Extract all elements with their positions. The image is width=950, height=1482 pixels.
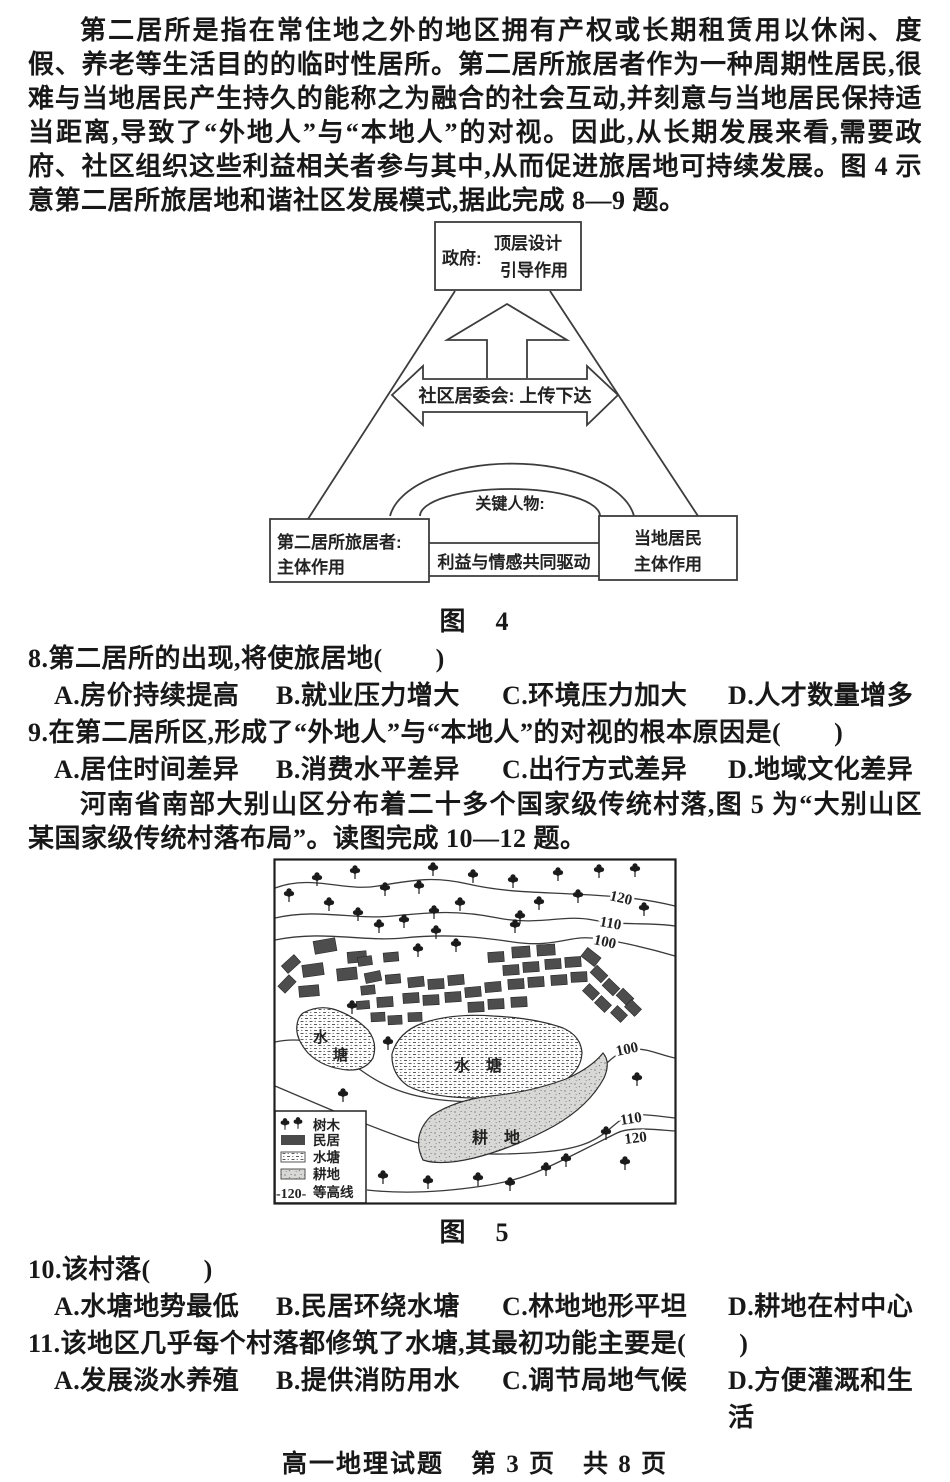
legend-farm-label: 耕地 [313,1166,340,1182]
option-8a[interactable]: A.房价持续提高 [54,681,240,710]
houses-layer [277,937,642,1026]
option-10d[interactable]: D.耕地在村中心 [728,1292,914,1321]
legend-tree-label: 树木 [313,1117,340,1133]
option-10a[interactable]: A.水塘地势最低 [54,1292,240,1321]
farmland-area [417,1052,608,1164]
map-border [273,858,677,1205]
option-9d[interactable]: D.地域文化差异 [728,755,914,784]
question-10-options: A.水塘地势最低 B.民居环绕水塘 C.林地地形平坦 D.耕地在村中心 [28,1288,922,1325]
option-9a[interactable]: A.居住时间差异 [54,755,240,784]
sojourner-line2-label: 主体作用 [277,557,345,577]
legend-house-label: 民居 [313,1133,340,1148]
gov-line1-label: 顶层设计 [494,233,562,253]
contour-label-100-top: 100 [592,932,617,952]
question-8-options: A.房价持续提高 B.就业压力增大 C.环境压力加大 D.人才数量增多 [28,677,922,714]
gov-prefix-label: 政府: [442,248,482,268]
page-footer: 高一地理试题 第 3 页 共 8 页 [281,1451,668,1478]
legend-pond-label: 水塘 [313,1149,340,1165]
question-9-options: A.居住时间差异 B.消费水平差异 C.出行方式差异 D.地域文化差异 [28,751,922,788]
contour-label-110-right: 110 [619,1110,643,1129]
option-8c[interactable]: C.环境压力加大 [502,681,688,710]
figure5-map: 120 110 100 100 110 120 水 塘 水 塘 耕 地 树木 民… [273,858,677,1205]
government-box [434,221,582,291]
question-11-stem: 11.该地区几乎每个村落都修筑了水塘,其最初功能主要是( ) [28,1329,749,1358]
farmland-label: 耕 地 [472,1128,526,1147]
figure5-caption: 图 5 [439,1218,511,1247]
pond-left-label-2: 塘 [333,1046,348,1064]
key-people-label: 关键人物: [475,494,544,513]
option-10b[interactable]: B.民居环绕水塘 [276,1292,460,1321]
inner-arc [419,488,601,517]
option-11b[interactable]: B.提供消防用水 [276,1366,460,1395]
resident-line1-label: 当地居民 [634,528,702,548]
outer-arc [389,462,635,517]
contour-label-120-right: 120 [624,1129,648,1148]
triangle-left-edge [307,290,456,520]
committee-label: 社区居委会: 上传下达 [419,385,592,406]
legend-contour-label: 等高线 [313,1184,354,1200]
option-11c[interactable]: C.调节局地气候 [502,1366,688,1395]
village-paragraph: 河南省南部大别山区分布着二十多个国家级传统村落,图 5 为“大别山区某国家级传统… [28,790,922,853]
pond-main [391,1014,583,1099]
question-9: 9.在第二居所区,形成了“外地人”与“本地人”的对视的根本原因是( ) A.居住… [28,714,922,788]
contour-label-110-top: 110 [598,914,622,934]
question-8-stem: 8.第二居所的出现,将使旅居地( ) [28,644,445,673]
figure4-caption: 图 4 [439,607,511,636]
gov-line2-label: 引导作用 [500,260,568,280]
option-9b[interactable]: B.消费水平差异 [276,755,460,784]
question-10-stem: 10.该村落( ) [28,1255,213,1284]
option-8b[interactable]: B.就业压力增大 [276,681,460,710]
question-8: 8.第二居所的出现,将使旅居地( ) A.房价持续提高 B.就业压力增大 C.环… [28,640,922,714]
option-8d[interactable]: D.人才数量增多 [728,681,914,710]
sojourner-line1-label: 第二居所旅居者: [277,532,402,552]
map-legend: 树木 民居 水塘 耕地 -120- 等高线 [274,1110,367,1204]
pond-left-label-1: 水 [313,1028,329,1046]
drive-label: 利益与情感共同驱动 [438,552,591,572]
resident-line2-label: 主体作用 [634,554,702,574]
triangle-right-edge [549,290,699,517]
figure4-diagram: 政府: 顶层设计 引导作用 社区居委会: 上传下达 关键人物: 第二居所旅居者:… [269,221,738,583]
question-9-stem: 9.在第二居所区,形成了“外地人”与“本地人”的对视的根本原因是( ) [28,718,844,747]
resident-box [598,515,738,581]
question-10: 10.该村落( ) A.水塘地势最低 B.民居环绕水塘 C.林地地形平坦 D.耕… [28,1251,922,1325]
legend-contour-mark: -120- [276,1187,307,1202]
contour-label-100-right: 100 [615,1040,640,1060]
option-10c[interactable]: C.林地地形平坦 [502,1292,688,1321]
double-arrow-icon [390,363,620,428]
intro-paragraph: 第二居所是指在常住地之外的地区拥有产权或长期租赁用以休闲、度假、养老等生活目的的… [28,16,922,215]
up-arrow-icon [443,302,571,378]
sojourner-box [269,518,430,583]
question-11: 11.该地区几乎每个村落都修筑了水塘,其最初功能主要是( ) A.发展淡水养殖 … [28,1325,922,1436]
pond-left [296,1007,376,1071]
option-11a[interactable]: A.发展淡水养殖 [54,1366,240,1395]
option-9c[interactable]: C.出行方式差异 [502,755,688,784]
question-11-options: A.发展淡水养殖 B.提供消防用水 C.调节局地气候 D.方便灌溉和生活 [28,1362,922,1436]
pond-main-label: 水 塘 [454,1056,508,1075]
contour-label-120-top: 120 [608,888,634,909]
option-11d[interactable]: D.方便灌溉和生活 [728,1366,914,1432]
